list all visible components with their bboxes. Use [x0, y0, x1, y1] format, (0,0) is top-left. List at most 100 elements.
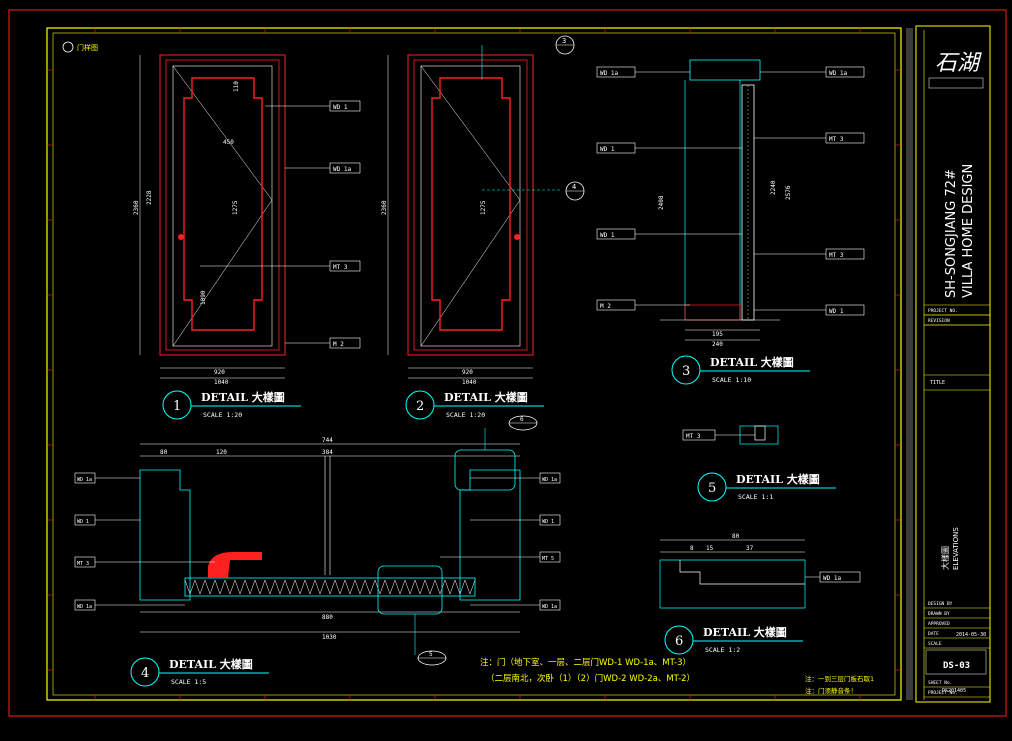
svg-text:1275: 1275	[232, 200, 239, 215]
drawing-frame	[46, 27, 902, 701]
svg-text:WD 1: WD 1	[829, 308, 844, 315]
title-block-field: APPROVED	[928, 621, 950, 627]
callout-marker-5: 5	[417, 650, 447, 666]
header-note: 门样图	[77, 43, 98, 52]
svg-text:WD 1a: WD 1a	[333, 166, 351, 173]
svg-text:110: 110	[233, 81, 240, 92]
main-note-line-2: （二层南北，次卧（1）（2）门WD-2 WD-2a、MT-2）	[486, 673, 695, 684]
detail-6-title: 6 DETAIL 大樣圖 SCALE 1:2	[664, 625, 803, 655]
svg-text:15: 15	[706, 545, 714, 552]
svg-text:2360: 2360	[133, 200, 140, 215]
svg-text:M 2: M 2	[333, 341, 344, 348]
detail-2-door-elevation: 920 1040 2360 1275	[381, 45, 560, 386]
detail-number: 3	[682, 364, 690, 379]
svg-text:1090: 1090	[200, 290, 207, 305]
title-block-field: REVISION	[928, 318, 950, 324]
section-marker-4: 4	[565, 181, 585, 201]
svg-text:5: 5	[429, 651, 433, 658]
svg-text:2228: 2228	[146, 190, 153, 205]
side-note-line-2: 注：门须静音条！	[805, 686, 857, 695]
detail-5-title: 5 DETAIL 大樣圖 SCALE 1:1	[697, 472, 836, 502]
sheet-number: DS-03	[943, 661, 970, 671]
firm-logo: 石湖	[935, 51, 982, 76]
detail-6-profile: 80 37 15 8 WD 1a	[659, 533, 861, 609]
svg-text:2360: 2360	[381, 200, 388, 215]
svg-text:1040: 1040	[214, 379, 229, 386]
callout-marker-6: 6	[508, 415, 538, 431]
detail-number: 2	[416, 399, 424, 414]
svg-text:WD 1a: WD 1a	[823, 575, 841, 582]
header-note-symbol	[62, 41, 74, 53]
svg-text:WD 1a: WD 1a	[829, 70, 847, 77]
detail-number: 4	[141, 666, 149, 681]
project-title-line-1: SH-SONGJIANG 72#	[944, 169, 959, 298]
outer-frame	[8, 9, 1007, 717]
detail-1-door-elevation: 920 1040 450 2360 2228 1275 1090 110	[133, 54, 330, 386]
svg-text:WD 1a: WD 1a	[77, 604, 92, 610]
detail-number-circle	[405, 390, 435, 420]
svg-text:MT 3: MT 3	[829, 252, 844, 259]
detail-4-section: 744 384 120 80 1030 880	[95, 428, 540, 655]
project-title-line-2: VILLA HOME DESIGN	[961, 164, 976, 298]
detail-number: 6	[675, 634, 683, 649]
detail-title: DETAIL 大樣圖	[444, 390, 528, 404]
detail-scale: SCALE 1:1	[738, 493, 773, 501]
section-marker-3: 3	[555, 35, 575, 55]
svg-text:80: 80	[160, 449, 168, 456]
sheet-name-cn: 大樣圖	[940, 546, 950, 570]
svg-text:MT 3: MT 3	[333, 264, 348, 271]
detail-scale: SCALE 1:2	[705, 646, 740, 654]
detail-4-tags: WD 1a WD 1 MT 3 WD 1a WD 1a WD 1 MT 5 WD…	[74, 472, 561, 611]
title-block-field: DATE	[928, 631, 939, 637]
side-note-line-1: 注：一到三层门板石取1	[805, 674, 874, 683]
svg-text:37: 37	[746, 545, 754, 552]
svg-text:WD 1: WD 1	[600, 146, 615, 153]
svg-text:WD 1a: WD 1a	[600, 70, 618, 77]
detail-number-circle	[671, 355, 701, 385]
svg-text:WD 1: WD 1	[600, 232, 615, 239]
svg-text:M 2: M 2	[600, 303, 611, 310]
svg-text:384: 384	[322, 449, 333, 456]
border-ticks	[47, 28, 901, 700]
title-block-field: DRAWN BY	[928, 611, 950, 617]
svg-text:1275: 1275	[480, 200, 487, 215]
detail-number-circle	[664, 625, 694, 655]
sheet-name-en: ELEVATIONS	[952, 527, 960, 570]
svg-text:WD 1: WD 1	[77, 519, 89, 525]
detail-scale: SCALE 1:20	[203, 411, 242, 419]
detail-scale: SCALE 1:20	[446, 411, 485, 419]
svg-text:MT 3: MT 3	[686, 433, 701, 440]
detail-title: DETAIL 大樣圖	[710, 355, 794, 369]
detail-number-circle	[162, 390, 192, 420]
svg-text:MT 3: MT 3	[77, 561, 89, 567]
svg-text:WD 1a: WD 1a	[542, 604, 557, 610]
title-block	[915, 25, 991, 703]
title-block-field: DESIGN BY	[928, 601, 953, 607]
svg-text:8: 8	[690, 545, 694, 552]
title-block-field: SHEET No.	[928, 680, 952, 686]
detail-3-section: 195 240 2408 2240 2576	[635, 59, 826, 348]
detail-title: DETAIL 大樣圖	[736, 472, 820, 486]
detail-3-tags: WD 1a WD 1 WD 1 M 2 WD 1a MT 3 MT 3 WD 1	[596, 66, 865, 316]
detail-5-profile: MT 3	[682, 425, 779, 445]
svg-text:WD 1a: WD 1a	[77, 477, 92, 483]
svg-text:WD 1a: WD 1a	[542, 477, 557, 483]
detail-number: 5	[708, 481, 716, 496]
svg-text:80: 80	[732, 533, 740, 540]
svg-text:6: 6	[520, 416, 524, 423]
svg-text:195: 195	[712, 331, 723, 338]
svg-text:MT 3: MT 3	[829, 136, 844, 143]
date-value: 2014-05-30	[956, 632, 986, 638]
svg-text:WD 1: WD 1	[333, 104, 348, 111]
project-number: DS201405	[942, 688, 966, 694]
svg-text:MT 5: MT 5	[542, 556, 554, 562]
svg-text:WD 1: WD 1	[542, 519, 554, 525]
detail-title: DETAIL 大樣圖	[201, 390, 285, 404]
detail-2-title: 2 DETAIL 大樣圖 SCALE 1:20	[405, 390, 544, 420]
detail-title: DETAIL 大樣圖	[703, 625, 787, 639]
svg-text:450: 450	[223, 139, 234, 146]
